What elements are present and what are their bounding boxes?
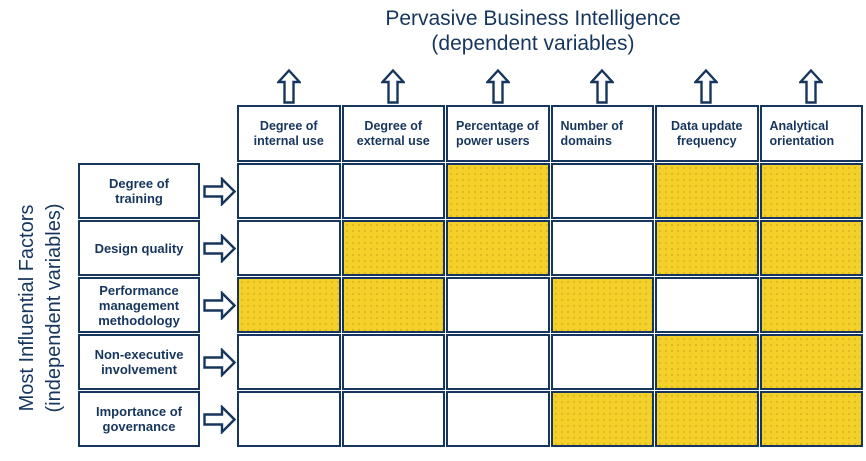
matrix-grid: Degree of internal use Degree of externa…	[237, 105, 863, 447]
matrix-cell	[237, 220, 341, 276]
row-arrows	[202, 163, 236, 448]
row-labels: Degree of training Design quality Perfor…	[78, 163, 200, 448]
up-arrow-icon	[277, 69, 302, 104]
matrix-cell	[341, 163, 445, 219]
right-arrow-icon	[202, 405, 236, 434]
right-arrow-icon	[202, 291, 236, 320]
up-arrow-icon	[694, 69, 719, 104]
row-label-importance-of-governance: Importance of governance	[78, 391, 200, 447]
up-arrow-icon	[381, 69, 406, 104]
matrix-cell	[759, 163, 863, 219]
row-label-non-executive-involvement: Non-executive involvement	[78, 334, 200, 390]
row-label-degree-of-training: Degree of training	[78, 163, 200, 219]
matrix-cell	[655, 220, 759, 276]
matrix-cell	[237, 334, 341, 390]
matrix-cell	[655, 391, 759, 447]
row-label-design-quality: Design quality	[78, 220, 200, 276]
matrix-cell	[550, 163, 654, 219]
column-header-percentage-of-power-users: Percentage of power users	[446, 105, 550, 162]
right-arrow-icon	[202, 234, 236, 263]
up-arrow-icon	[590, 69, 615, 104]
left-axis-line-1: Most Influential Factors	[16, 204, 38, 412]
column-header-degree-of-internal-use: Degree of internal use	[237, 105, 341, 162]
column-header-degree-of-external-use: Degree of external use	[341, 105, 445, 162]
right-arrow-icon	[202, 177, 236, 206]
column-arrows	[237, 68, 863, 104]
up-arrow-icon	[485, 69, 510, 104]
title-line-1: Pervasive Business Intelligence	[385, 7, 681, 30]
matrix-cell	[550, 334, 654, 390]
matrix-cell	[759, 220, 863, 276]
right-arrow-icon	[202, 348, 236, 377]
matrix-cell	[759, 277, 863, 333]
column-header-number-of-domains: Number of domains	[550, 105, 654, 162]
column-header-analytical-orientation: Analytical orientation	[759, 105, 863, 162]
row-label-performance-management-methodology: Performance management methodology	[78, 277, 200, 333]
matrix-cell	[237, 163, 341, 219]
column-header-data-update-frequency: Data update frequency	[655, 105, 759, 162]
matrix-cell	[341, 334, 445, 390]
matrix-cell	[550, 391, 654, 447]
matrix-cell	[655, 334, 759, 390]
matrix-cell	[655, 163, 759, 219]
matrix-cell	[446, 334, 550, 390]
title-line-2: (dependent variables)	[431, 32, 635, 55]
matrix-cell	[550, 220, 654, 276]
matrix-cell	[446, 277, 550, 333]
diagram-title: Pervasive Business Intelligence (depende…	[200, 6, 866, 56]
matrix-cell	[446, 391, 550, 447]
matrix-cell	[341, 220, 445, 276]
left-axis-label: Most Influential Factors (independent va…	[14, 158, 72, 458]
left-axis-line-2: (independent variables)	[43, 203, 65, 413]
matrix-cell	[550, 277, 654, 333]
matrix-cell	[237, 277, 341, 333]
matrix-cell	[759, 334, 863, 390]
matrix-cell	[446, 163, 550, 219]
matrix-cell	[341, 277, 445, 333]
matrix-cell	[759, 391, 863, 447]
matrix-cell	[655, 277, 759, 333]
matrix-cell	[341, 391, 445, 447]
up-arrow-icon	[798, 69, 823, 104]
matrix-cell	[237, 391, 341, 447]
matrix-cell	[446, 220, 550, 276]
